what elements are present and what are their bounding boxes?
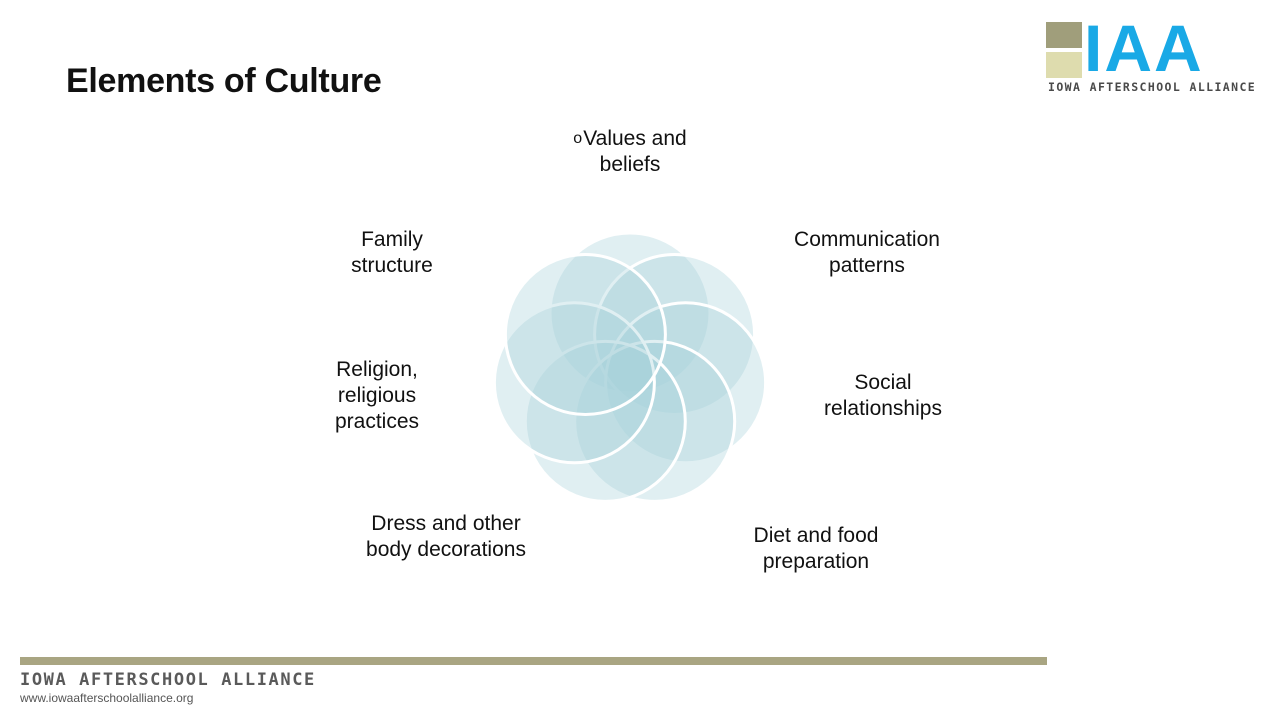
label-dress-decorations: Dress and other body decorations	[366, 512, 526, 561]
logo-tagline: IOWA AFTERSCHOOL ALLIANCE	[1048, 80, 1257, 94]
label-religion: Religion, religious practices	[334, 358, 420, 433]
circle-diet-food	[573, 339, 737, 503]
logo-square-bottom	[1046, 52, 1082, 78]
circle-communication-patterns	[593, 253, 757, 416]
label-diet-food: Diet and food preparation	[753, 524, 879, 573]
logo-letters: IAA	[1084, 11, 1204, 85]
bullet-marker: o	[573, 130, 583, 147]
label-communication-patterns: Communication patterns	[794, 228, 940, 277]
circle-values-beliefs	[548, 231, 712, 395]
iaa-logo: IAA IOWA AFTERSCHOOL ALLIANCE	[1046, 14, 1258, 96]
label-social-relationships: Social relationships	[824, 371, 942, 420]
label-values-beliefs: oValues and beliefs	[573, 127, 687, 176]
label-family-structure: Family structure	[351, 228, 433, 277]
footer-organization-name: IOWA AFTERSCHOOL ALLIANCE	[20, 670, 316, 690]
circle-religion	[492, 301, 656, 465]
footer-bar	[20, 657, 1047, 665]
diagram-circles	[492, 231, 768, 503]
slide-title: Elements of Culture	[66, 62, 382, 100]
circle-family-structure	[503, 253, 667, 416]
footer-url: www.iowaafterschoolalliance.org	[20, 691, 194, 705]
logo-square-top	[1046, 22, 1082, 48]
